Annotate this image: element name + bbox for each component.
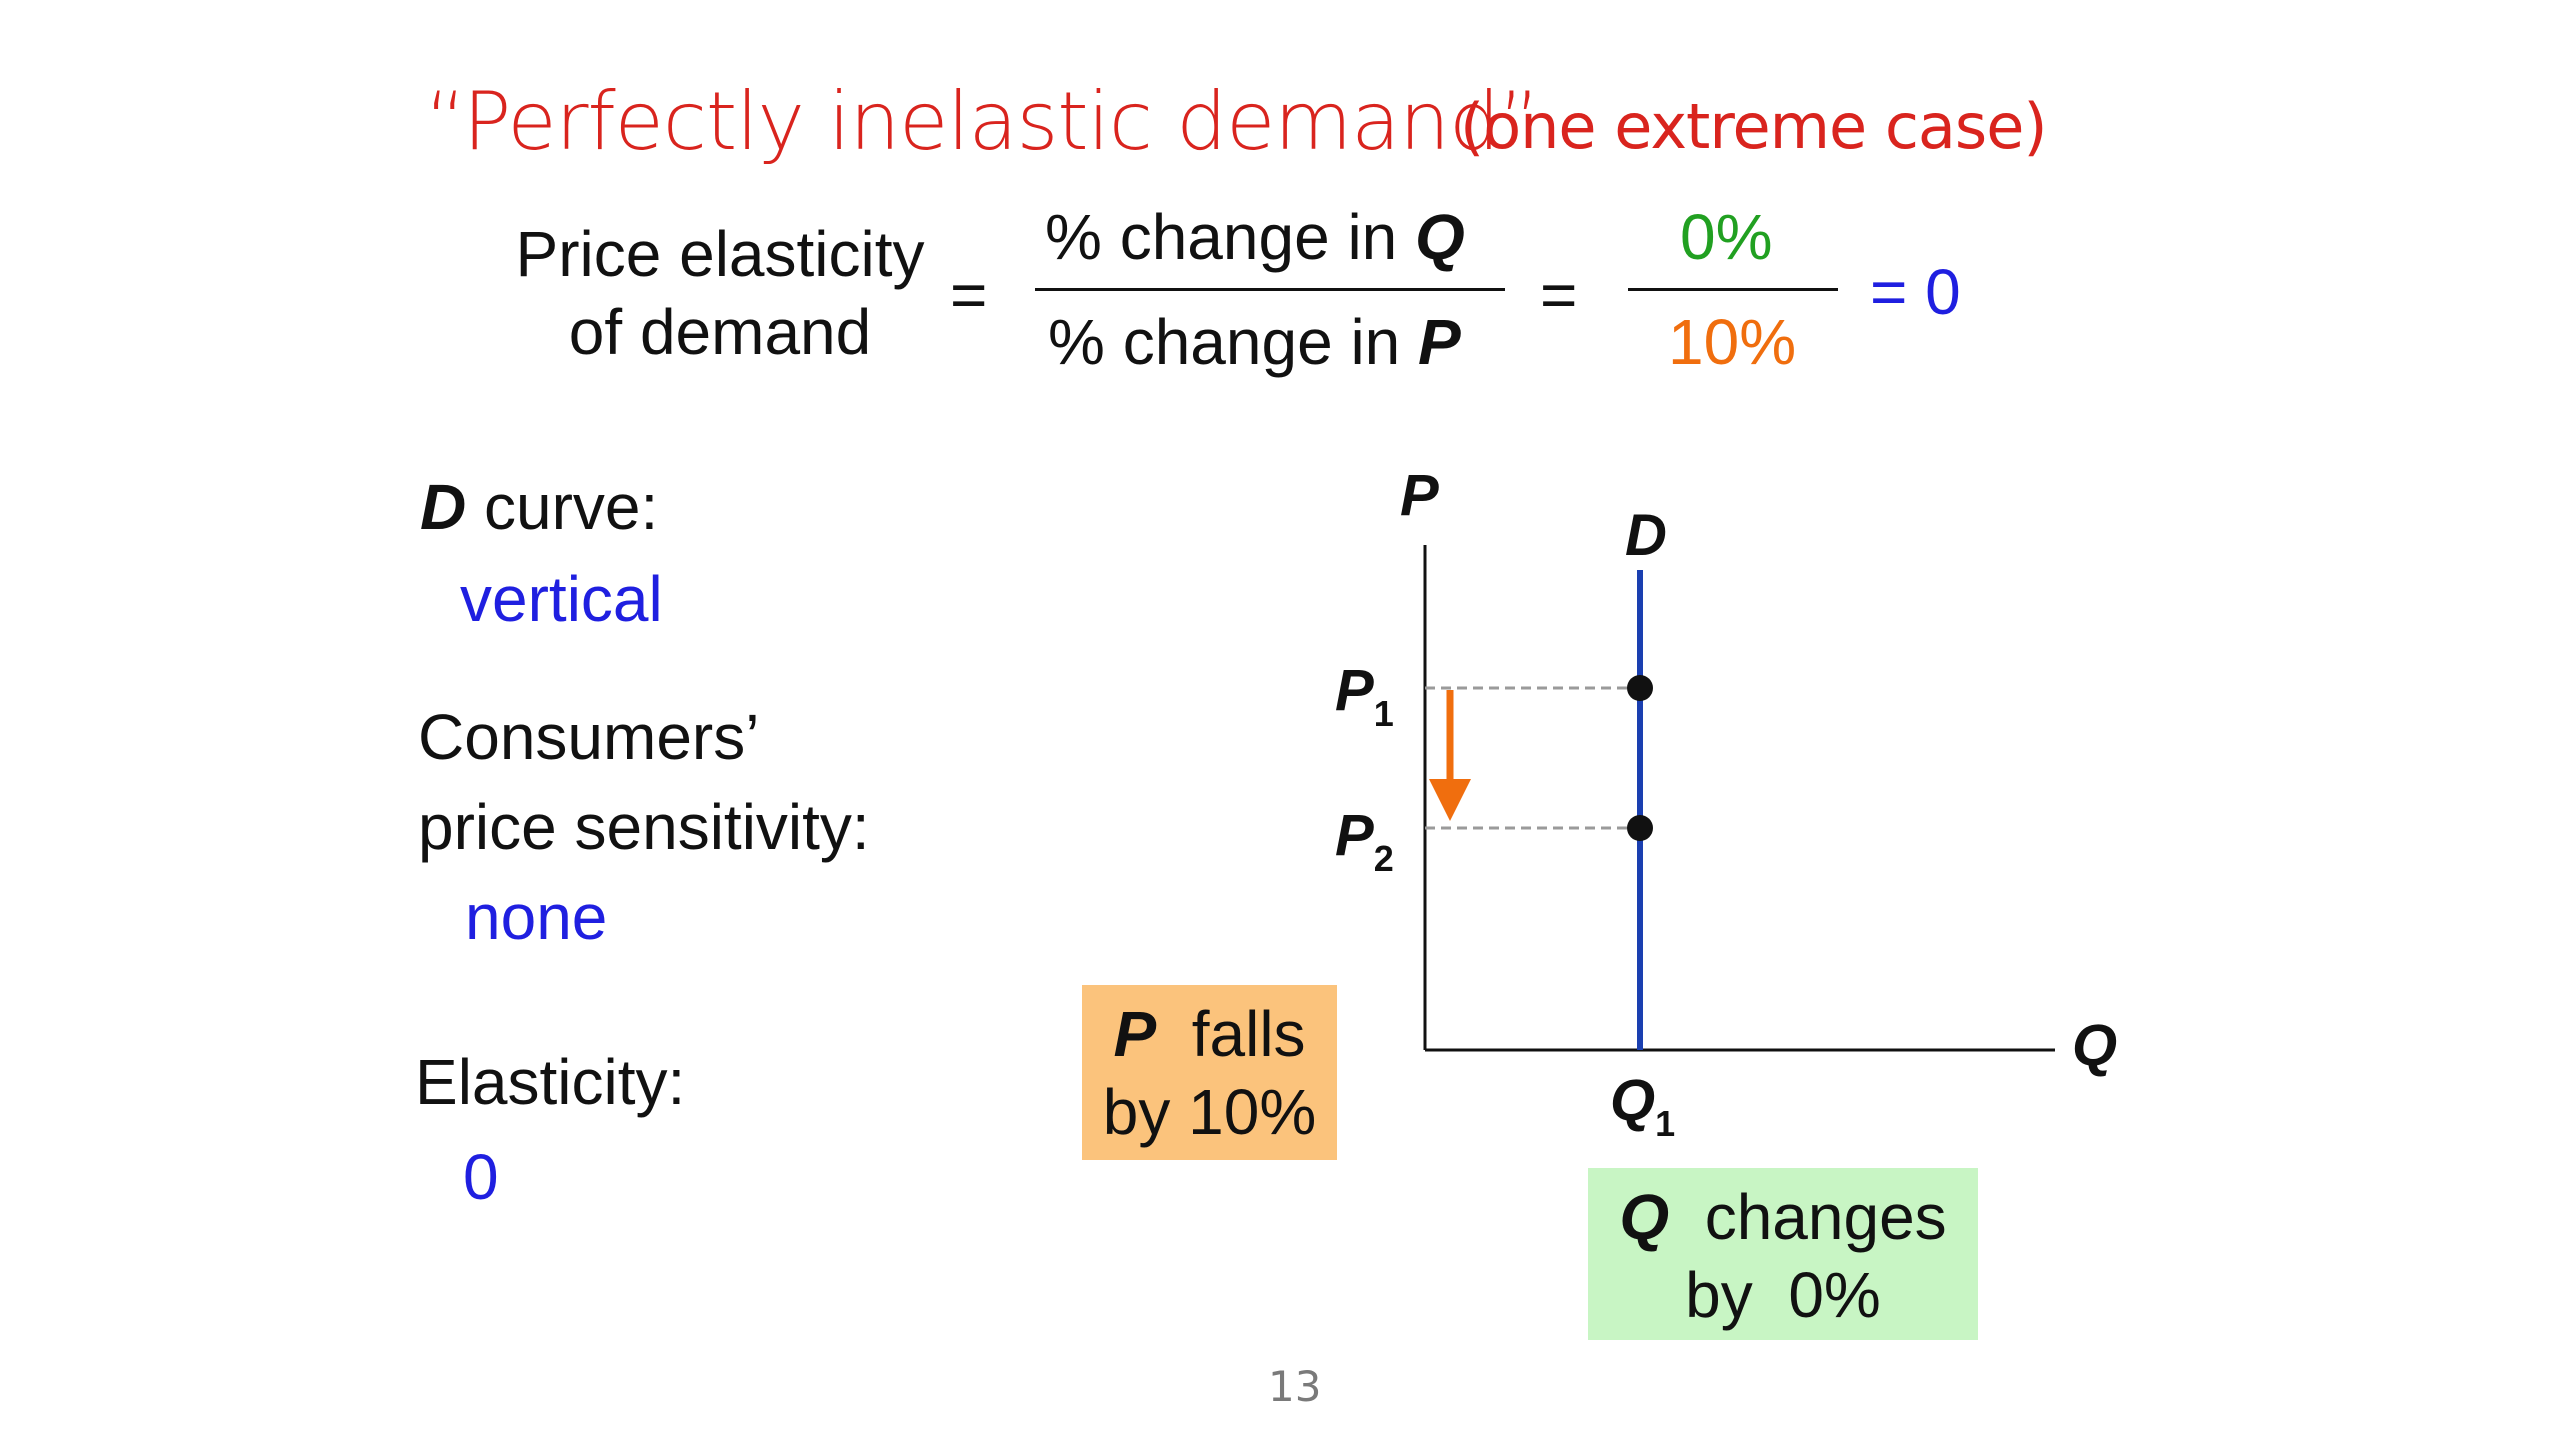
quantity-change-callout: Q changes by 0%: [1588, 1168, 1978, 1340]
p1-subscript: 1: [1374, 693, 1394, 734]
p2-var: P: [1335, 803, 1374, 868]
elasticity-label: Elasticity:: [415, 1046, 686, 1118]
page-number: 13: [1268, 1362, 1322, 1411]
price-callout-text: falls: [1156, 998, 1306, 1070]
fraction-bar: [1035, 288, 1505, 291]
quantity-callout-line2: by 0%: [1685, 1259, 1881, 1331]
formula-result: = 0: [1870, 256, 1961, 328]
price-callout-var: P: [1113, 998, 1157, 1070]
formula-lhs-line2: of demand: [568, 296, 872, 368]
d-curve-text: curve:: [466, 471, 659, 543]
numerator-text: % change in: [1045, 201, 1416, 273]
numerator-var: Q: [1415, 201, 1465, 273]
q1-label: Q1: [1610, 1068, 1675, 1144]
price-callout-line1: P falls: [1082, 995, 1337, 1073]
price-callout-line2: by 10%: [1102, 1076, 1317, 1148]
fraction-bar: [1628, 288, 1838, 291]
quantity-callout-line1: Q changes: [1588, 1178, 1978, 1256]
denominator-text: % change in: [1048, 306, 1419, 378]
value-numerator: 0%: [1680, 201, 1773, 273]
q1-var: Q: [1610, 1068, 1655, 1133]
quantity-callout-var: Q: [1619, 1181, 1670, 1253]
p2-subscript: 2: [1374, 838, 1394, 879]
x-axis-label: Q: [2072, 1013, 2117, 1078]
denominator-var: P: [1418, 306, 1461, 378]
sensitivity-value: none: [465, 881, 608, 953]
formula-lhs-line1: Price elasticity: [515, 218, 925, 290]
equals-sign: =: [950, 259, 988, 331]
demand-curve-label: D: [1625, 503, 1667, 568]
p1-var: P: [1335, 658, 1374, 723]
d-curve-value: vertical: [460, 563, 663, 635]
elasticity-value: 0: [463, 1141, 499, 1213]
sensitivity-label-line1: Consumers’: [418, 701, 760, 773]
p1-label: P1: [1335, 658, 1394, 734]
quantity-callout-text: changes: [1669, 1181, 1947, 1253]
d-curve-label: D curve:: [420, 470, 658, 544]
formula-lhs: Price elasticity of demand: [500, 215, 940, 371]
y-axis-label: P: [1400, 463, 1439, 528]
point-p2: [1627, 815, 1653, 841]
sensitivity-label-line2: price sensitivity:: [418, 791, 870, 863]
equals-sign: =: [1540, 259, 1578, 331]
formula-denominator: % change in P: [1048, 305, 1461, 379]
slide-title: “Perfectly inelastic demand”: [425, 75, 1540, 168]
formula-numerator: % change in Q: [1045, 200, 1465, 274]
point-p1: [1627, 675, 1653, 701]
value-denominator: 10%: [1668, 306, 1797, 378]
price-change-callout: P falls by 10%: [1082, 985, 1337, 1160]
d-curve-var: D: [420, 471, 467, 543]
p2-label: P2: [1335, 803, 1394, 879]
q1-subscript: 1: [1655, 1103, 1675, 1144]
slide-subtitle: (one extreme case): [1460, 90, 2048, 163]
